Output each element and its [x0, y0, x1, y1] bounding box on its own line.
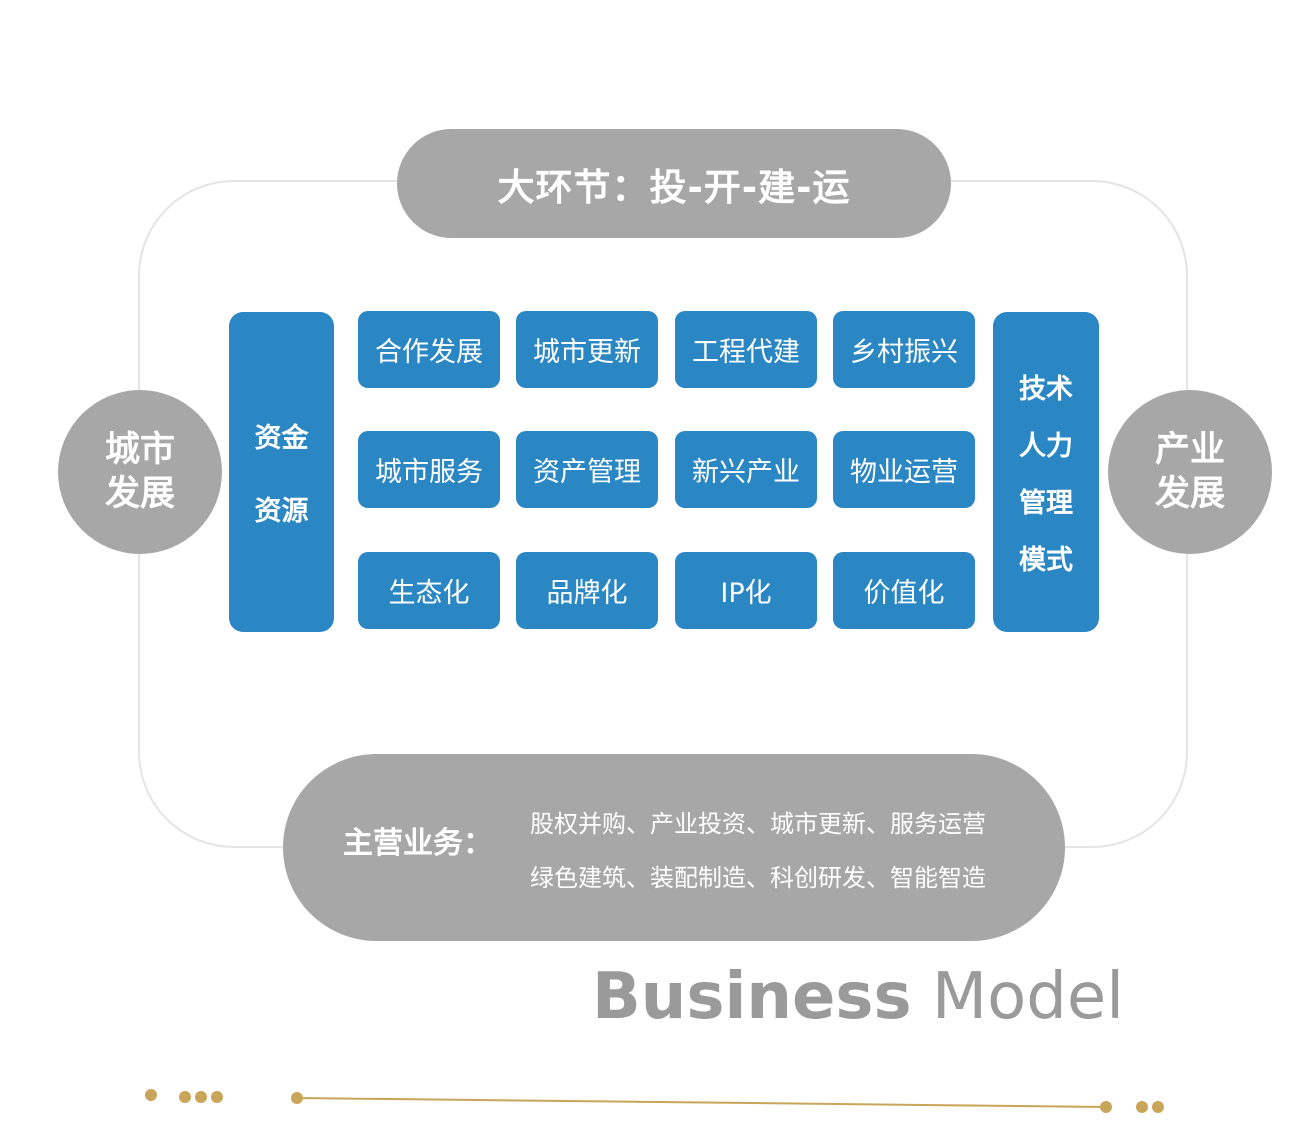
left-circle-line-1: 城市	[104, 430, 175, 470]
tile: 生态化	[358, 552, 500, 629]
tile: 物业运营	[833, 431, 975, 508]
main-business-line-1: 股权并购、产业投资、城市更新、服务运营	[530, 810, 986, 838]
right-column-item: 管理	[1019, 488, 1073, 519]
top-pill: 大环节：投-开-建-运	[397, 129, 951, 238]
right-column-item: 人力	[1019, 431, 1073, 462]
deco-dot	[211, 1091, 223, 1103]
top-pill-label: 大环节：投-开-建-运	[497, 165, 851, 209]
right-circle-line-2: 发展	[1154, 474, 1225, 514]
deco-line	[296, 1097, 1107, 1108]
left-column-item: 资源	[254, 496, 309, 527]
tile: 品牌化	[516, 552, 658, 629]
deco-dot	[145, 1089, 157, 1101]
footer-title-light: Model	[931, 960, 1125, 1034]
main-business-label: 主营业务：	[343, 826, 493, 861]
tile: 乡村振兴	[833, 311, 975, 388]
tile: 价值化	[833, 552, 975, 629]
deco-dot	[179, 1091, 191, 1103]
tile: 城市更新	[516, 311, 658, 388]
footer-title-bold: Business	[592, 960, 912, 1034]
right-circle: 产业 发展	[1108, 390, 1272, 554]
tile: 资产管理	[516, 431, 658, 508]
left-column-item: 资金	[254, 423, 309, 454]
left-circle-line-2: 发展	[104, 474, 175, 514]
main-business-pill: 主营业务： 股权并购、产业投资、城市更新、服务运营 绿色建筑、装配制造、科创研发…	[283, 754, 1065, 941]
left-column: 资金 资源	[229, 312, 334, 632]
right-column-item: 技术	[1019, 374, 1073, 405]
tile: 城市服务	[358, 431, 500, 508]
footer-title: Business Model	[592, 960, 1124, 1034]
left-circle: 城市 发展	[58, 390, 222, 554]
right-circle-line-1: 产业	[1154, 430, 1225, 470]
deco-dot	[1136, 1101, 1148, 1113]
tile: 新兴产业	[675, 431, 817, 508]
right-column-item: 模式	[1019, 545, 1073, 576]
deco-dot	[1152, 1101, 1164, 1113]
main-business-line-2: 绿色建筑、装配制造、科创研发、智能智造	[530, 864, 986, 892]
deco-dot	[195, 1091, 207, 1103]
tile: 合作发展	[358, 311, 500, 388]
tile: 工程代建	[675, 311, 817, 388]
decorative-dots-line	[145, 1089, 1164, 1113]
tile: IP化	[675, 552, 817, 629]
right-column: 技术 人力 管理 模式	[993, 312, 1099, 632]
